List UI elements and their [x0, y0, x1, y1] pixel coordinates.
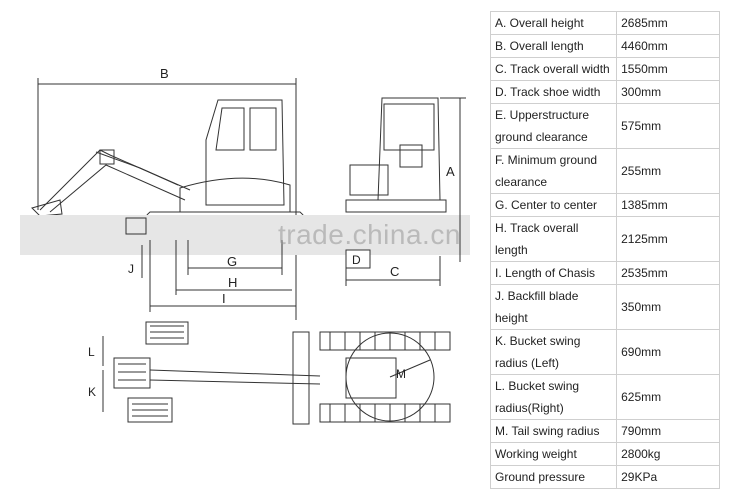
spec-value: 2535mm: [616, 261, 720, 285]
spec-value: 625mm: [616, 374, 720, 420]
spec-label: E. Upperstructure ground clearance: [489, 103, 618, 149]
dim-label-g: G: [227, 254, 237, 269]
side-view: B G H I J: [20, 66, 470, 320]
spec-label: M. Tail swing radius: [489, 419, 618, 443]
spec-value: 2125mm: [616, 216, 720, 262]
spec-value: 2800kg: [616, 442, 720, 466]
dim-label-j: J: [128, 262, 134, 276]
spec-label: L. Bucket swing radius(Right): [489, 374, 618, 420]
spec-label: B. Overall length: [489, 34, 618, 58]
spec-value: 1385mm: [616, 193, 720, 217]
dim-label-l: L: [88, 345, 95, 359]
excavator-dimension-drawing: B G H I J: [20, 66, 470, 425]
top-view: M L K: [88, 321, 451, 425]
dim-label-d: D: [352, 253, 361, 267]
spec-value: 690mm: [616, 329, 720, 375]
dim-label-c: C: [390, 264, 399, 279]
spec-label: C. Track overall width: [489, 57, 618, 81]
spec-value: 255mm: [616, 148, 720, 194]
dim-label-k: K: [88, 385, 96, 399]
spec-value: 1550mm: [616, 57, 720, 81]
watermark: trade.china.cn: [278, 219, 461, 250]
spec-label: K. Bucket swing radius (Left): [489, 329, 618, 375]
dim-label-h: H: [228, 275, 237, 290]
dim-label-i: I: [222, 291, 226, 306]
spec-label: D. Track shoe width: [489, 80, 618, 104]
spec-label: G. Center to center: [489, 193, 618, 217]
spec-value: 4460mm: [616, 34, 720, 58]
spec-row: L. Bucket swing radius(Right)625mm: [489, 374, 720, 420]
spec-label: H. Track overall length: [489, 216, 618, 262]
spec-label: Ground pressure: [489, 465, 618, 489]
spec-value: 300mm: [616, 80, 720, 104]
spec-label: F. Minimum ground clearance: [489, 148, 618, 194]
spec-label: A. Overall height: [489, 11, 618, 35]
spec-label: Working weight: [489, 442, 618, 466]
spec-row: K. Bucket swing radius (Left)690mm: [489, 329, 720, 375]
dim-label-a: A: [446, 164, 455, 179]
spec-label: I. Length of Chasis: [489, 261, 618, 285]
spec-value: 790mm: [616, 419, 720, 443]
spec-value: 350mm: [616, 284, 720, 330]
front-view: A D C: [345, 97, 466, 286]
spec-value: 29KPa: [616, 465, 720, 489]
spec-value: 575mm: [616, 103, 720, 149]
dim-label-b: B: [160, 66, 169, 81]
spec-label: J. Backfill blade height: [489, 284, 618, 330]
spec-value: 2685mm: [616, 11, 720, 35]
dim-label-m: M: [396, 367, 406, 381]
